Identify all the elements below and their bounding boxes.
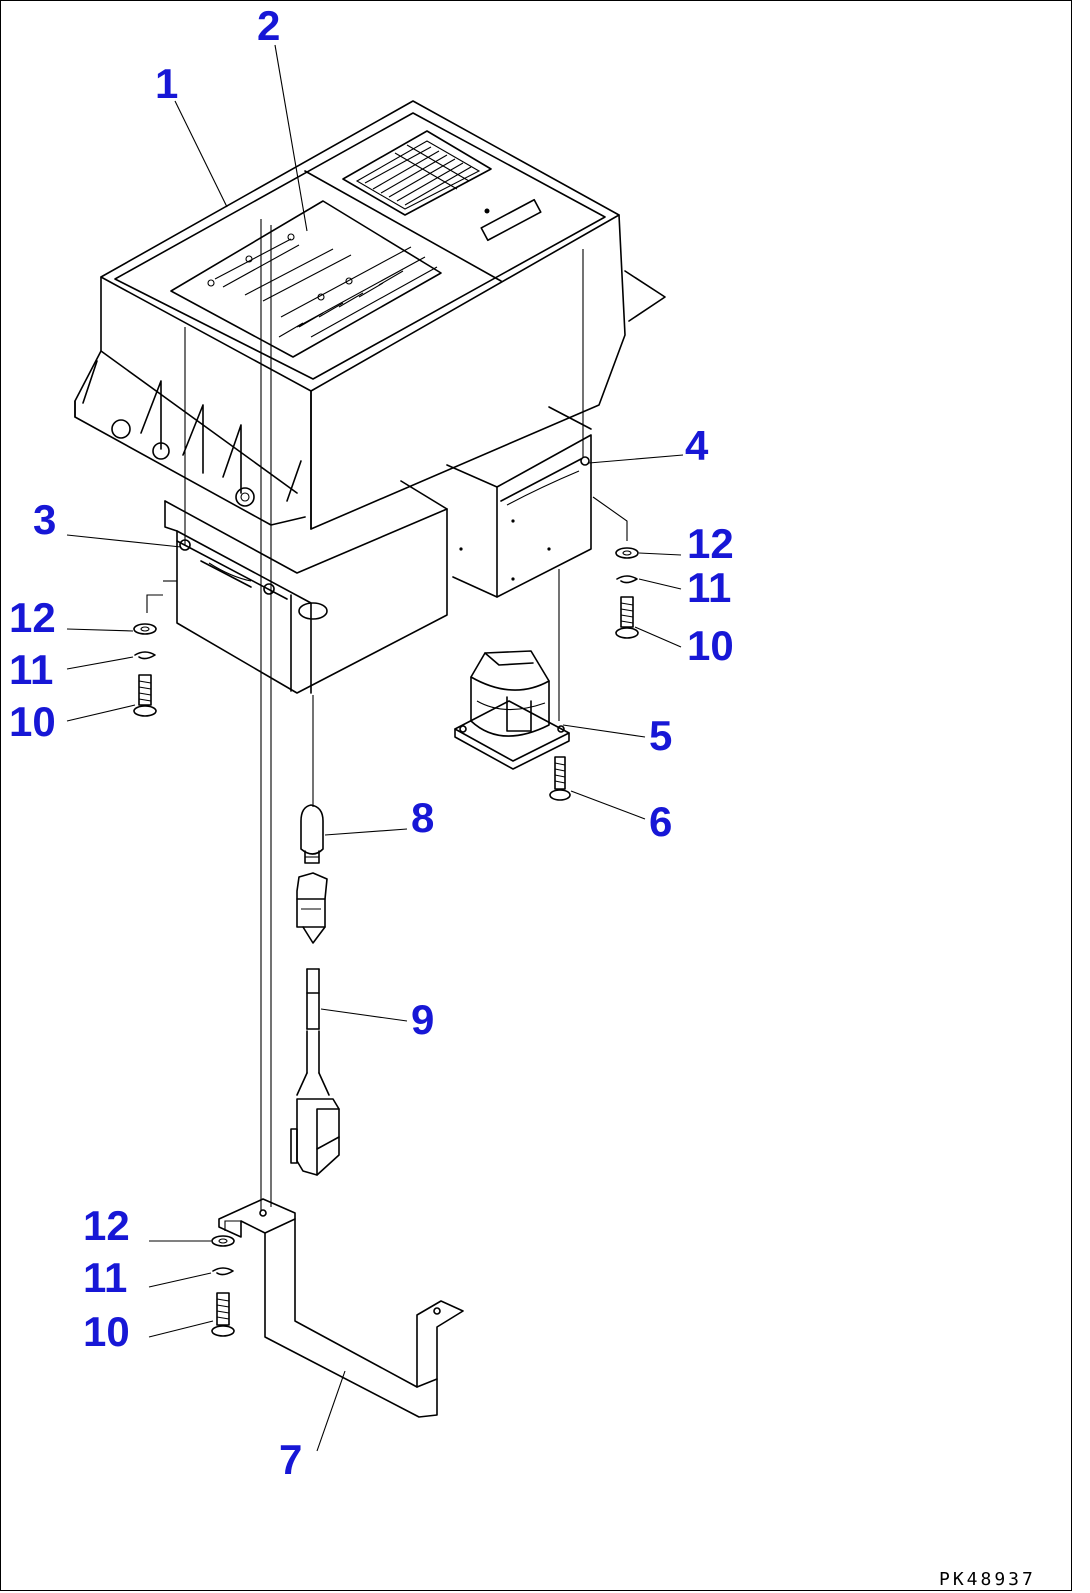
bracket-right [446, 406, 592, 598]
callout-6: 6 [649, 798, 673, 845]
hardware-bottom [211, 1220, 241, 1337]
callout-10-bottom: 10 [83, 1308, 130, 1355]
callout-5: 5 [649, 712, 673, 759]
drawing-code: PK48937 [939, 1569, 1036, 1590]
leader-lines [66, 44, 684, 1452]
stay-bracket [218, 1198, 464, 1418]
monitor-panel-housing [74, 100, 666, 530]
hardware-left [133, 594, 163, 717]
assembly-lines [184, 219, 584, 1211]
callout-4: 4 [685, 422, 709, 469]
bolt-6 [549, 756, 571, 801]
callout-12-bottom: 12 [83, 1202, 130, 1249]
callout-1: 1 [155, 60, 179, 107]
callout-10-left: 10 [9, 698, 56, 745]
socket-harness [290, 872, 340, 1176]
callout-12-right: 12 [687, 520, 734, 567]
callout-11-left: 11 [9, 646, 54, 693]
bracket-left [163, 480, 448, 694]
callout-11-right: 11 [687, 564, 732, 611]
callout-8: 8 [411, 794, 435, 841]
callout-10-right: 10 [687, 622, 734, 669]
callout-7: 7 [279, 1436, 303, 1483]
callout-12-left: 12 [9, 594, 56, 641]
hardware-right [592, 496, 639, 639]
bulb [300, 804, 324, 864]
callout-3: 3 [33, 496, 57, 543]
buzzer [454, 650, 570, 770]
callout-9: 9 [411, 996, 435, 1043]
callout-2: 2 [257, 2, 281, 49]
callout-11-bottom: 11 [83, 1254, 128, 1301]
